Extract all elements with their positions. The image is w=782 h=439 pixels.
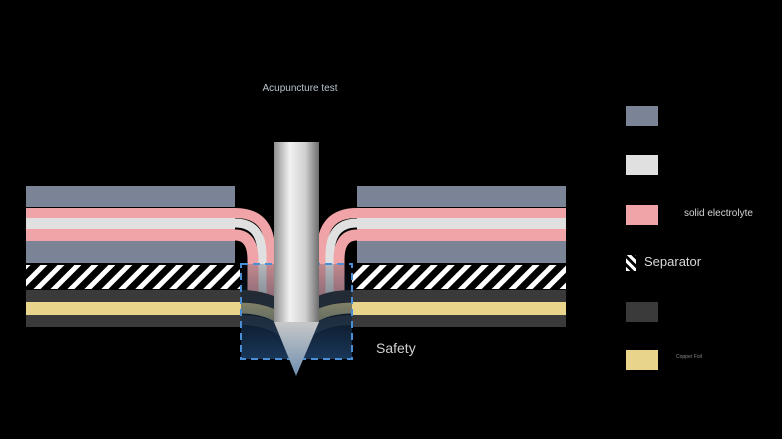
legend-label: Separator (644, 254, 702, 269)
left-copper-foil-layer (26, 302, 240, 315)
legend-item-top-gray (626, 106, 776, 126)
left-dark-layer (26, 290, 240, 302)
left-electrolyte-layer-1 (26, 208, 235, 218)
legend-swatch-white (626, 155, 658, 175)
needle-tip (274, 322, 319, 376)
right-dark-layer (352, 290, 566, 302)
right-top-gray-layer (357, 186, 566, 207)
legend-swatch-copper (626, 350, 658, 370)
legend-swatch-electrolyte (626, 205, 658, 225)
safety-label-text: Safety (376, 340, 416, 356)
left-electrolyte-layer-2 (26, 229, 235, 241)
right-separator-layer (352, 265, 566, 289)
legend-item-white (626, 155, 776, 175)
legend-swatch-separator (626, 255, 636, 271)
right-copper-foil-layer (352, 302, 566, 315)
legend-item-separator: Separator (626, 253, 776, 273)
left-gray-layer-2 (26, 241, 235, 263)
legend-item-electrolyte: solid electrolyte (626, 205, 776, 225)
right-bent-white (325, 218, 358, 300)
left-separator-layer (26, 265, 240, 289)
right-bent-electrolyte-inner (333, 229, 358, 300)
right-electrolyte-layer-2 (357, 229, 566, 241)
right-white-layer (357, 218, 566, 229)
left-bent-white (234, 218, 267, 300)
safety-label: Safety (376, 340, 416, 357)
left-top-gray-layer (26, 186, 235, 207)
legend-item-copper: Copper Foil (626, 350, 776, 370)
left-bent-electrolyte-outer (234, 208, 275, 300)
left-bent-electrolyte-inner (234, 229, 259, 300)
legend-label: Copper Foil (676, 354, 702, 360)
right-electrolyte-layer-1 (357, 208, 566, 218)
legend-label: solid electrolyte (684, 208, 753, 219)
needle-shaft (274, 142, 319, 322)
left-dark-bottom-layer (26, 315, 240, 327)
diagram-title: Acupuncture test (262, 83, 338, 94)
right-bent-electrolyte-outer (317, 208, 358, 300)
right-dark-bottom-layer (352, 315, 566, 327)
left-white-layer (26, 218, 235, 229)
legend-item-dark (626, 302, 776, 322)
right-gray-layer-2 (357, 241, 566, 263)
legend-swatch-dark (626, 302, 658, 322)
legend-swatch-gray (626, 106, 658, 126)
